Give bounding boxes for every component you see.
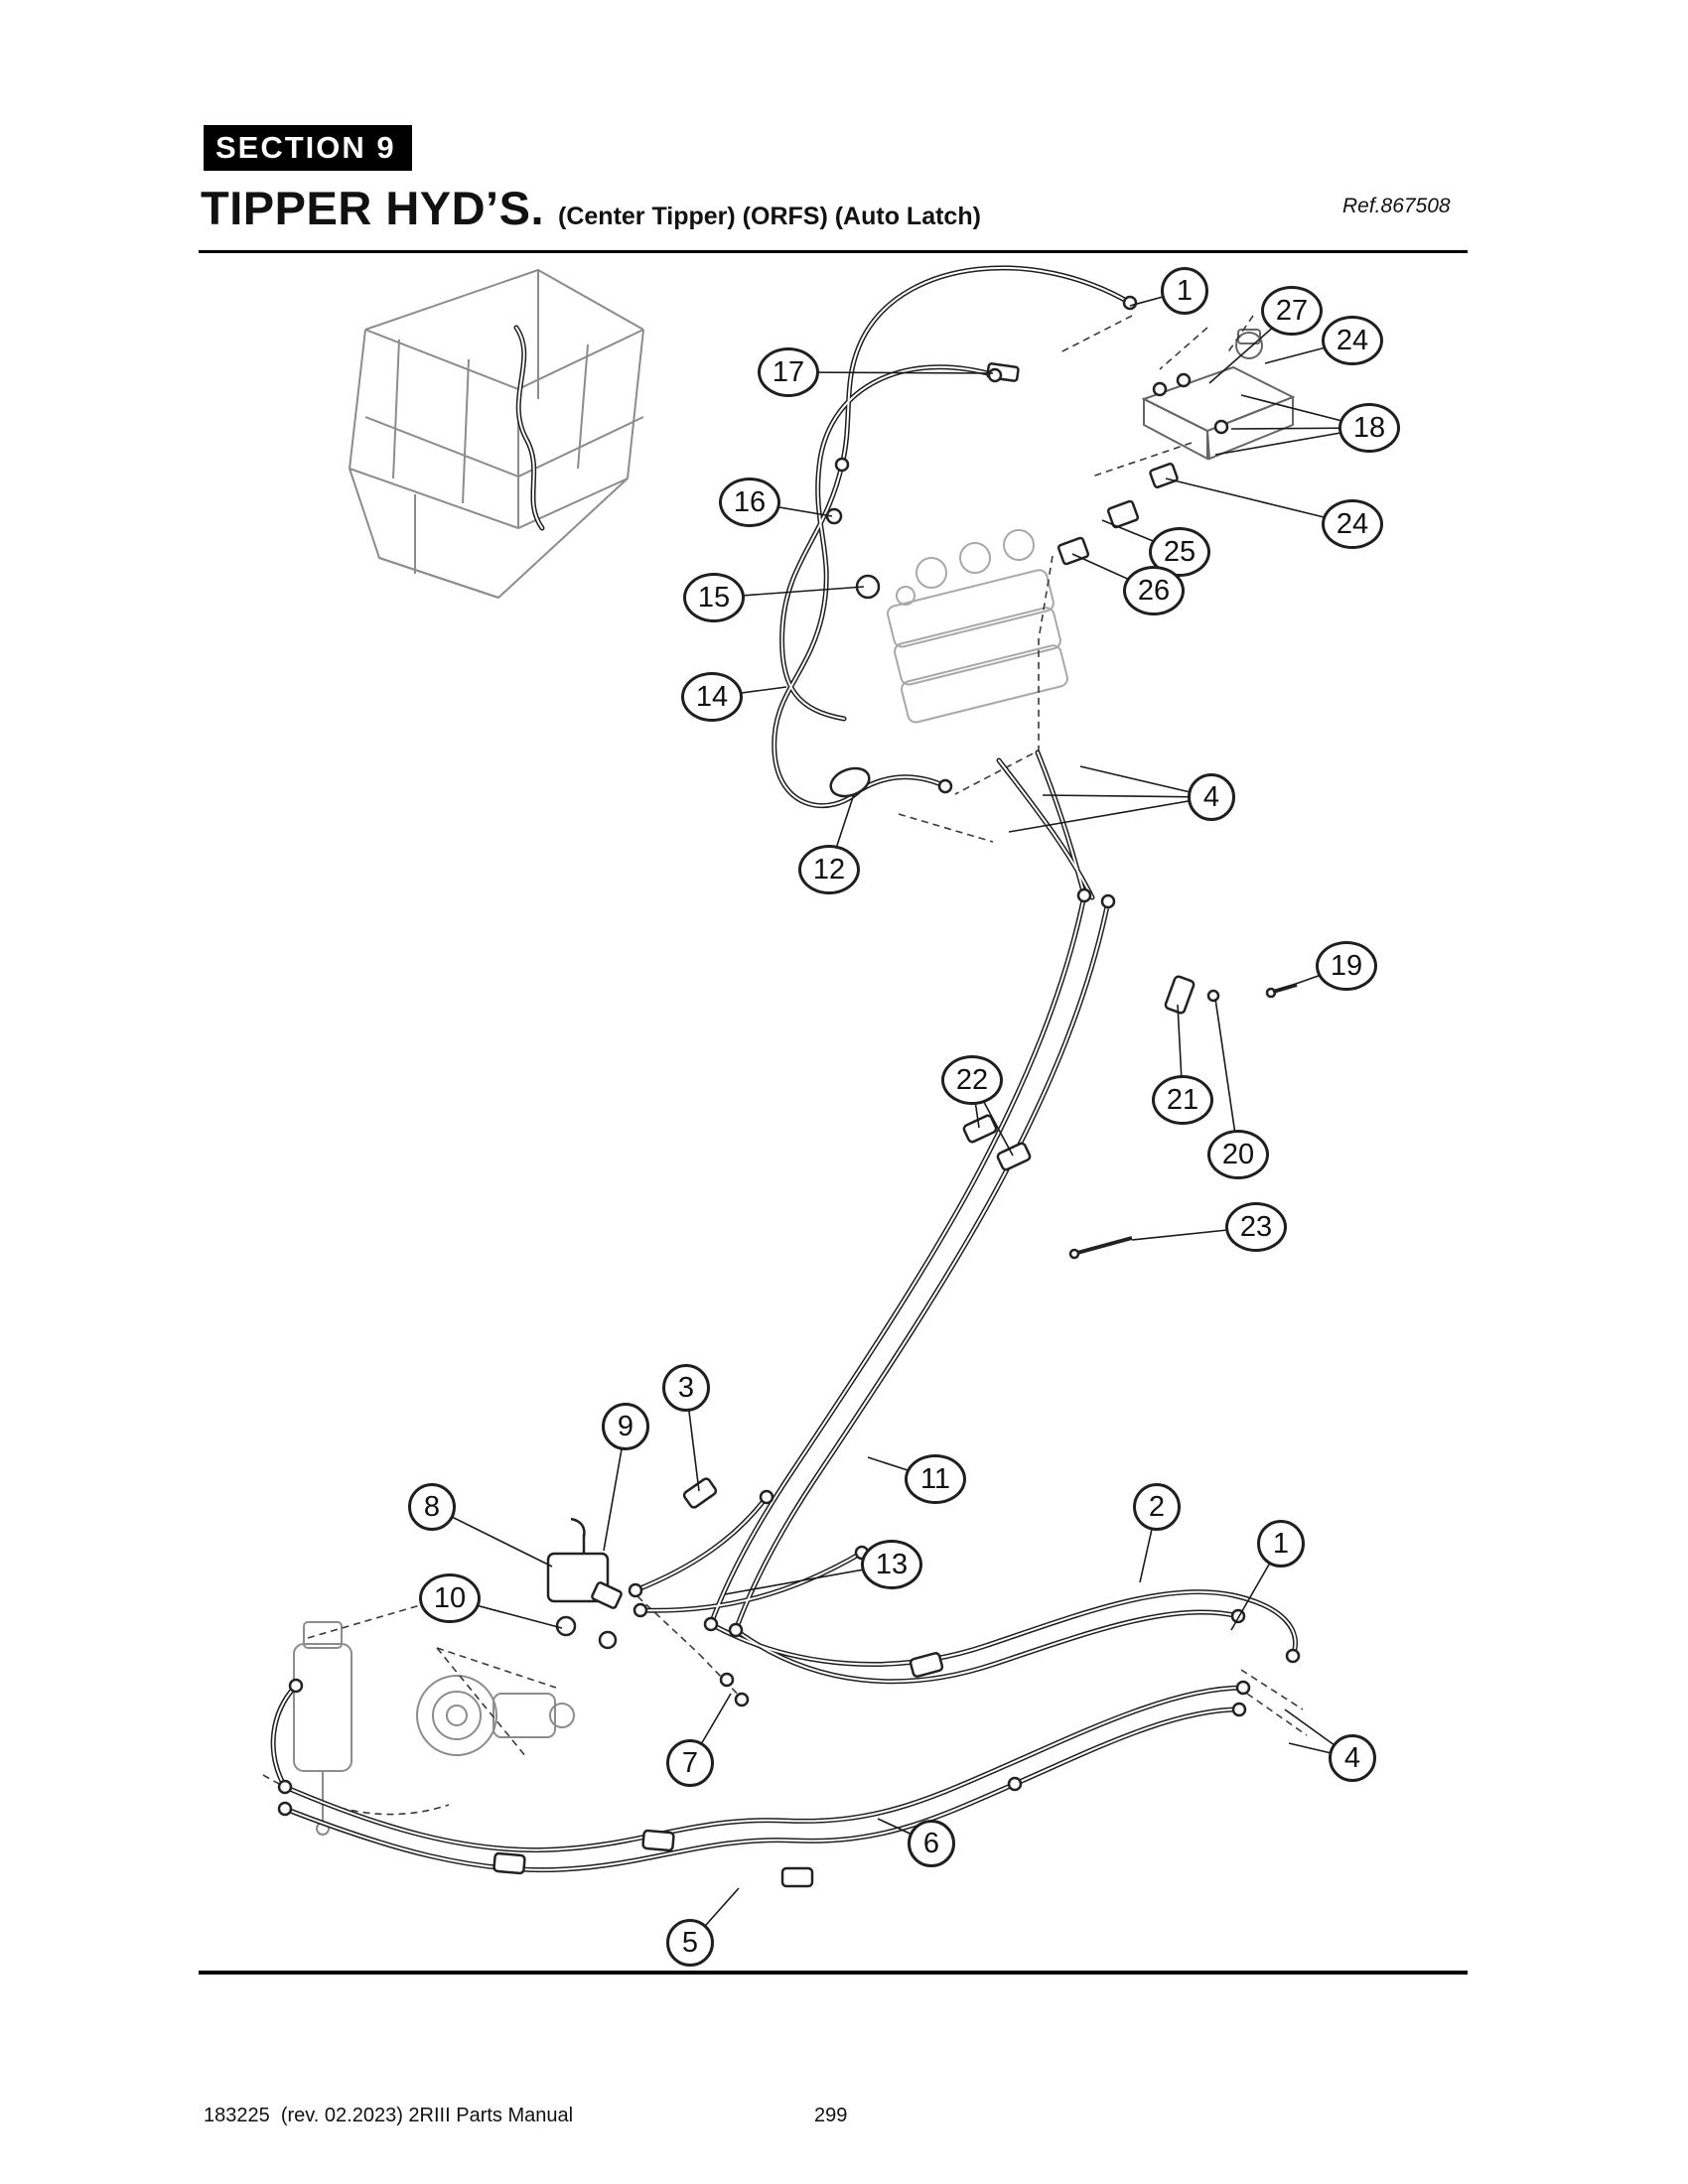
hose-clamps [492,975,1196,1888]
cylinder-drawing [293,1621,352,1836]
header-rule [199,250,1468,253]
footer-rule [199,1971,1468,1975]
control-valve-drawing [887,529,1068,724]
footer-doc-info: 183225 (rev. 02.2023) 2RIII Parts Manual [204,2105,574,2126]
page-subtitle: (Center Tipper) (ORFS) (Auto Latch) [558,203,981,230]
page-number: 299 [814,2105,848,2126]
ref-number: Ref.867508 [1342,195,1451,217]
pins [1076,983,1298,1255]
junction-block-drawing [546,1517,623,1650]
latch-valve-assembly [1141,329,1296,461]
title-row: TIPPER HYD’S. (Center Tipper) (ORFS) (Au… [201,181,981,235]
leader-lines [431,290,1370,1944]
page-title: TIPPER HYD’S. [201,182,545,234]
section-badge: SECTION 9 [204,125,412,171]
tipper-inset-drawing [349,268,644,600]
pump-motor-drawing [416,1675,575,1756]
